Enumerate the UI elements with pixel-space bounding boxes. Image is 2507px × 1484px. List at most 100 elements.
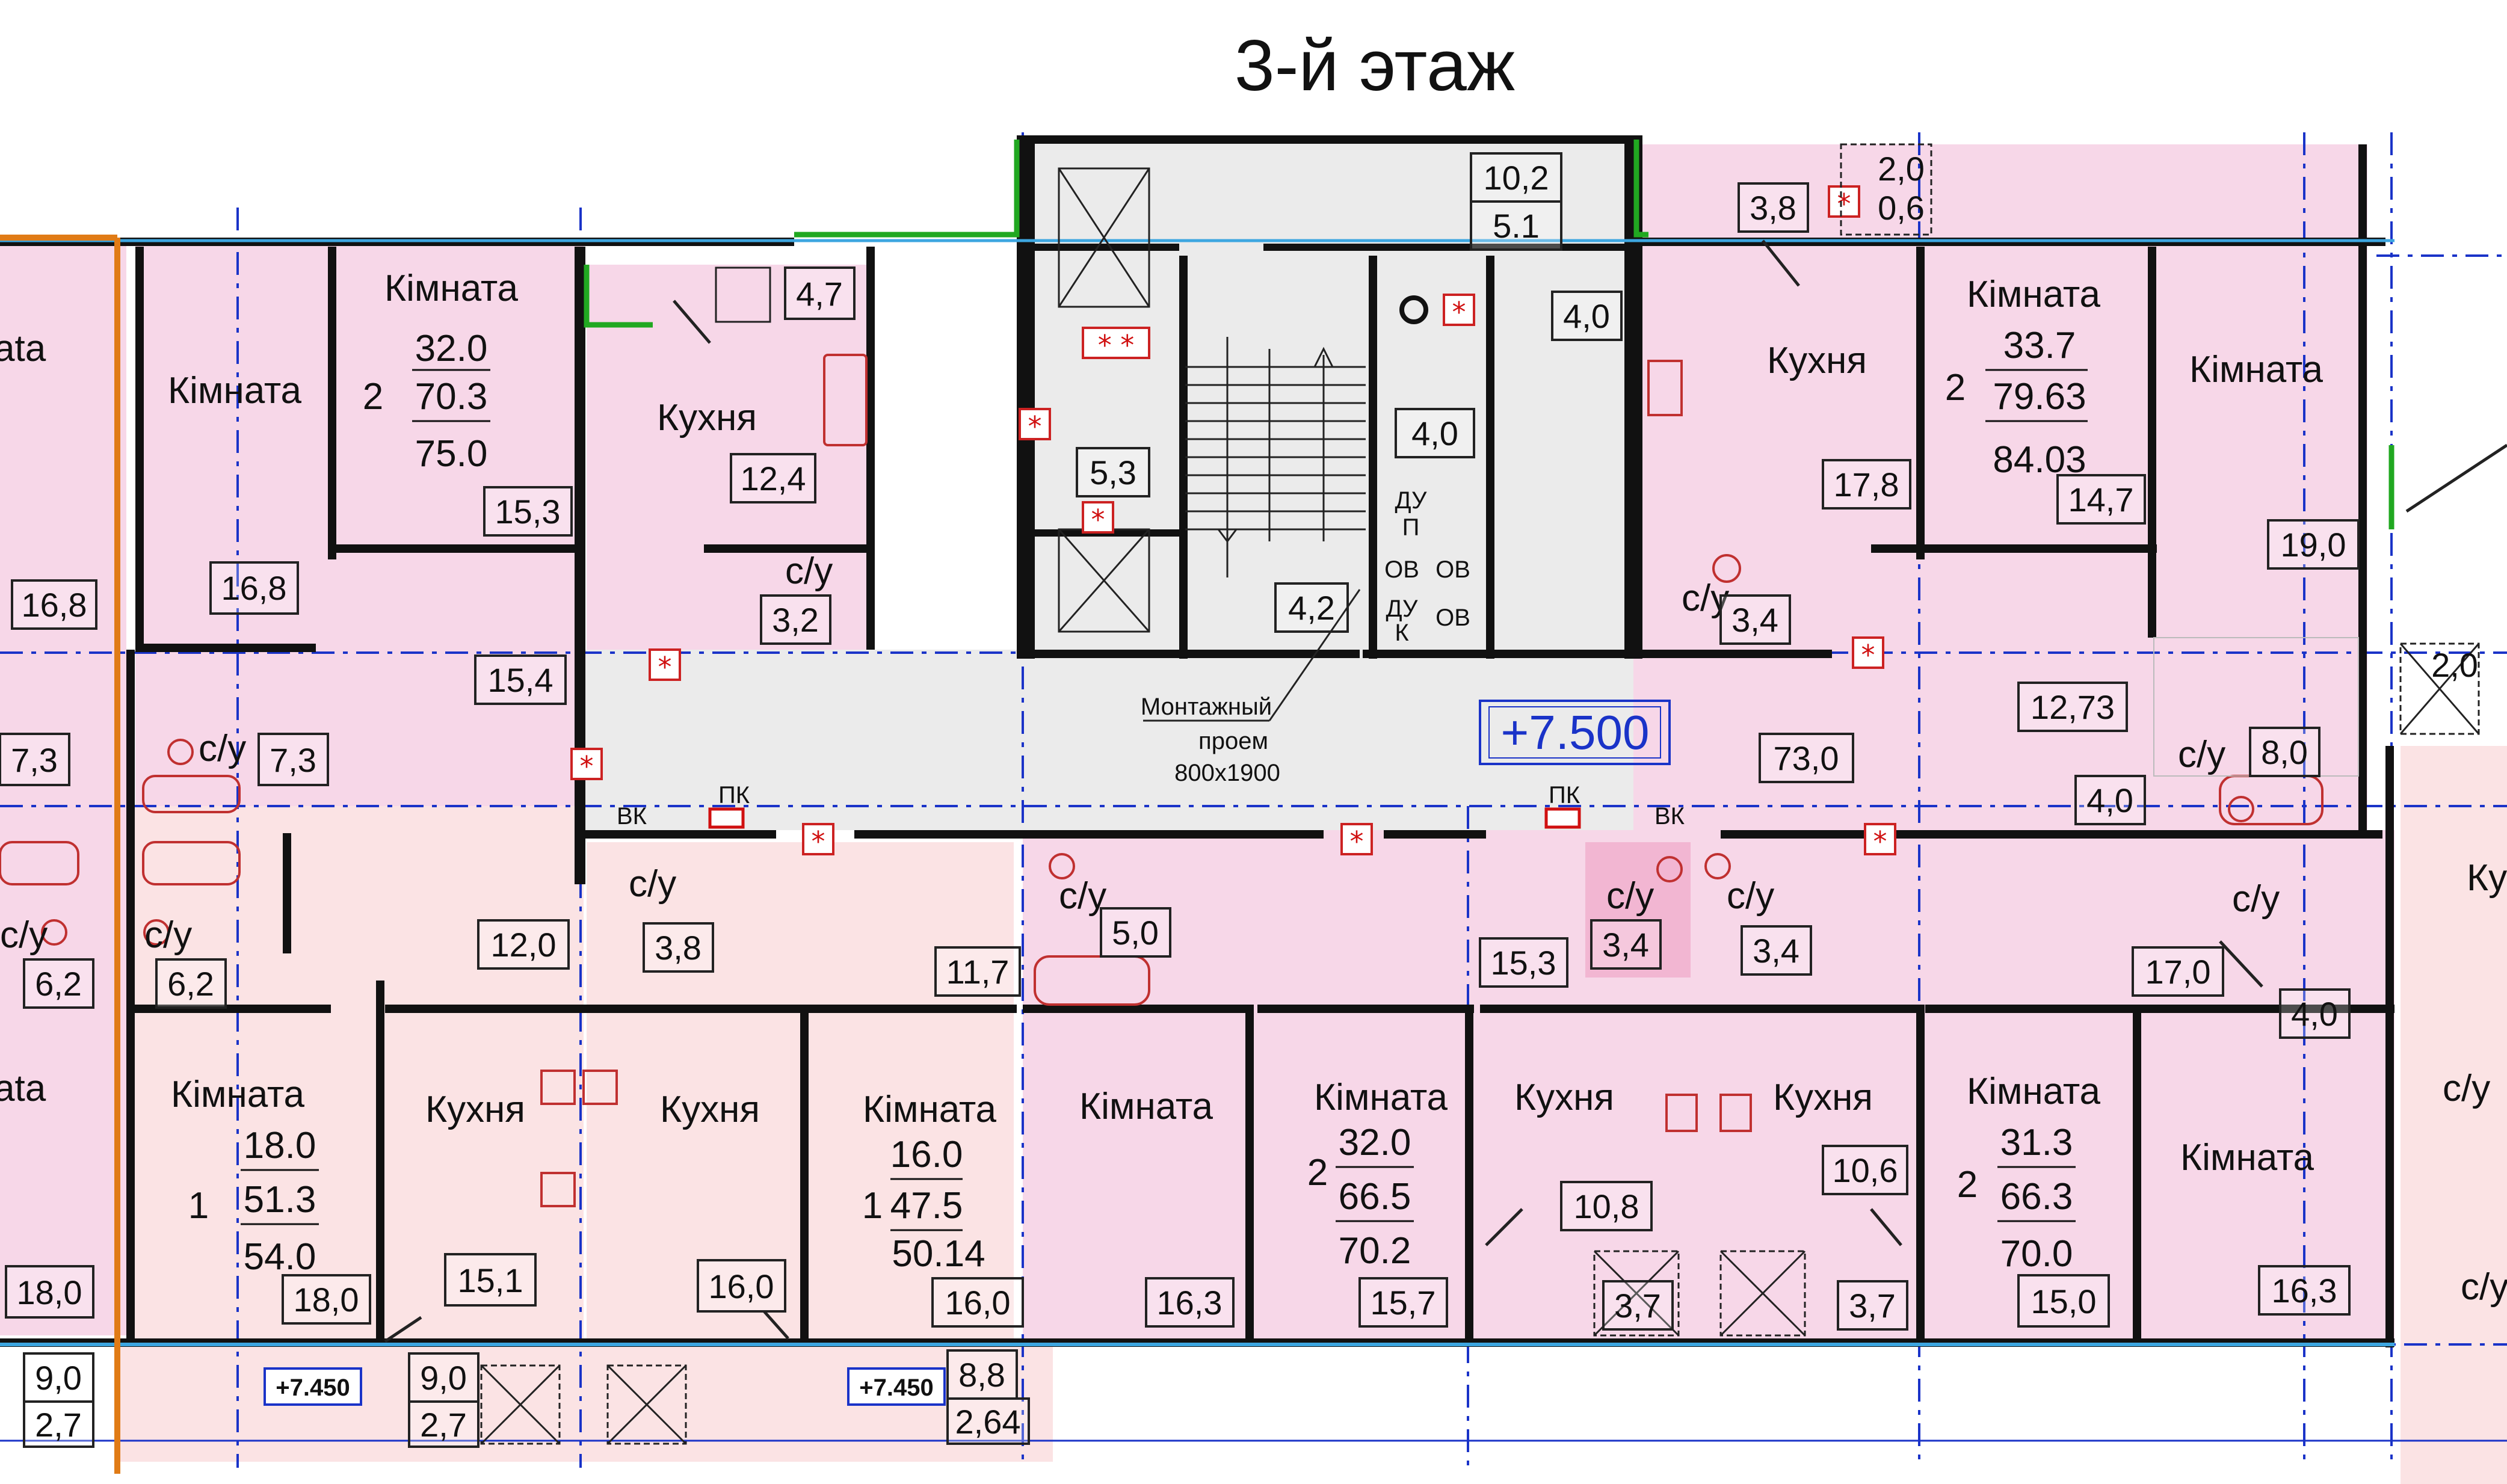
toilet-icon	[167, 739, 194, 765]
svg-text:50.14: 50.14	[892, 1233, 985, 1275]
svg-text:32.0: 32.0	[415, 328, 488, 369]
apartment-bottom-left: 1 18.0 51.3 54.0	[188, 1125, 319, 1278]
area-tag: 8,8	[958, 1356, 1005, 1394]
svg-text:1: 1	[188, 1185, 209, 1227]
room-name: Кімната	[1967, 1071, 2101, 1112]
svg-text:*: *	[812, 825, 825, 858]
room-names: ata Кімната Кімната Кухня с/у с/у с/у с/…	[0, 268, 2507, 1308]
svg-text:*: *	[1028, 410, 1042, 443]
area-tag: 3,4	[1753, 932, 1799, 970]
area-tag: 15,3	[1491, 944, 1556, 982]
svg-text:16.0: 16.0	[890, 1134, 963, 1175]
svg-text:2: 2	[363, 376, 383, 417]
svg-text:ДУ: ДУ	[1386, 596, 1419, 622]
zone-apt-bottom-left	[126, 806, 584, 1341]
room-name: Кімната	[171, 1074, 305, 1115]
room-name: с/у	[1727, 875, 1774, 917]
page-title: 3-й этаж	[1235, 25, 1515, 106]
area-tag: 5,0	[1112, 914, 1159, 952]
svg-text:32.0: 32.0	[1339, 1122, 1411, 1163]
area-tag: 2,7	[420, 1406, 467, 1444]
svg-text:70.2: 70.2	[1339, 1230, 1411, 1272]
stove-icon	[582, 1070, 618, 1105]
level-mark: +7.500	[1501, 706, 1650, 759]
apartment-summaries: 2 32.0 70.3 75.0 2 33.7 79.63 84.03 1 18…	[188, 325, 2088, 1278]
stove-icon	[540, 1070, 576, 1105]
svg-text:*: *	[1091, 503, 1105, 536]
room-name: Кімната	[1314, 1077, 1448, 1118]
level-mark: +7.450	[276, 1375, 350, 1401]
area-tag: 12,0	[491, 926, 557, 964]
zone-apt-top-right	[1633, 144, 2367, 830]
room-name: с/у	[2461, 1266, 2507, 1308]
area-tag: 2,0	[2431, 646, 2478, 684]
area-tag: 4,7	[796, 275, 843, 313]
area-tags: 16,8 16,8 15,3 12,4 3,2 4,7 7,3 7,3 15,4…	[0, 150, 2478, 1448]
bathtub-icon	[142, 841, 241, 885]
apartment-bottom-right: 2 31.3 66.3 70.0	[1957, 1122, 2076, 1275]
svg-text:800x1900: 800x1900	[1174, 760, 1280, 786]
room-name: с/у	[1606, 875, 1654, 917]
walls	[0, 135, 2394, 1347]
elevator-top-icon	[1058, 167, 1150, 308]
detector-icon	[1399, 295, 1428, 324]
zone-apt-far-left	[0, 241, 126, 1335]
room-name: Кімната	[1967, 274, 2101, 315]
apartment-bottom-mid: 2 32.0 66.5 70.2	[1307, 1122, 1414, 1272]
area-tag: 6,2	[35, 965, 82, 1003]
area-tag: 10,8	[1574, 1187, 1639, 1225]
zone-apt-top-left	[135, 244, 584, 809]
room-name: с/у	[199, 728, 246, 769]
svg-text:66.5: 66.5	[1339, 1176, 1411, 1218]
toilet-icon	[2228, 796, 2254, 822]
svg-text:*: *	[1350, 825, 1364, 858]
area-tag: 5.1	[1493, 207, 1540, 245]
svg-text:Монтажный: Монтажный	[1141, 694, 1272, 720]
area-tag: 16,3	[1157, 1284, 1223, 1322]
room-name: Кухня	[660, 1089, 760, 1130]
svg-text:ПК: ПК	[718, 782, 750, 808]
zone-apt-top-left-wing	[587, 265, 869, 650]
area-tag: 17,8	[1834, 466, 1899, 503]
svg-text:К: К	[1395, 620, 1409, 646]
area-tag: 12,73	[2031, 688, 2115, 726]
area-tag: 8,0	[2261, 733, 2308, 771]
svg-text:54.0: 54.0	[244, 1236, 316, 1278]
svg-text:*: *	[1837, 188, 1851, 220]
bathtub-icon	[1034, 955, 1150, 1006]
room-name: с/у	[2178, 734, 2225, 775]
stove-icon	[1665, 1094, 1698, 1132]
area-tag: 16,3	[2272, 1272, 2337, 1310]
svg-text:ОВ: ОВ	[1384, 556, 1419, 583]
svg-text:33.7: 33.7	[2003, 325, 2076, 366]
area-tag: 17,0	[2145, 953, 2211, 991]
svg-text:*: *	[580, 750, 594, 783]
toilet-icon	[1704, 853, 1731, 879]
area-tag: 15,4	[488, 661, 554, 699]
area-tag: 15,1	[458, 1261, 523, 1299]
area-tag: 4,0	[1411, 414, 1458, 452]
area-tag: 12,4	[741, 460, 806, 497]
svg-text:84.03: 84.03	[1993, 439, 2086, 481]
bathtub-icon	[142, 775, 241, 813]
area-tag: 3,7	[1849, 1287, 1896, 1325]
area-tag: 15,7	[1371, 1284, 1436, 1322]
toilet-icon	[41, 919, 67, 946]
room-name: с/у	[2443, 1068, 2490, 1109]
room-name: с/у	[144, 914, 192, 956]
stove-icon	[1719, 1094, 1752, 1132]
area-tag: 4,2	[1288, 589, 1335, 627]
area-tag: 9,0	[35, 1359, 82, 1397]
stove-icon	[1647, 360, 1683, 416]
zone-apt-far-right	[2401, 746, 2507, 1484]
svg-text:*: *	[1452, 296, 1466, 328]
room-name: с/у	[0, 914, 48, 956]
room-name: Кухня	[425, 1089, 525, 1130]
area-tag: 16,8	[221, 569, 287, 607]
room-name: Кухня	[657, 397, 757, 439]
svg-text:2: 2	[1307, 1152, 1328, 1193]
area-tag: 5,3	[1090, 454, 1136, 491]
fire-markers: * * * * * * * * * * * *	[570, 185, 1896, 858]
stair-icon	[1185, 337, 1366, 577]
